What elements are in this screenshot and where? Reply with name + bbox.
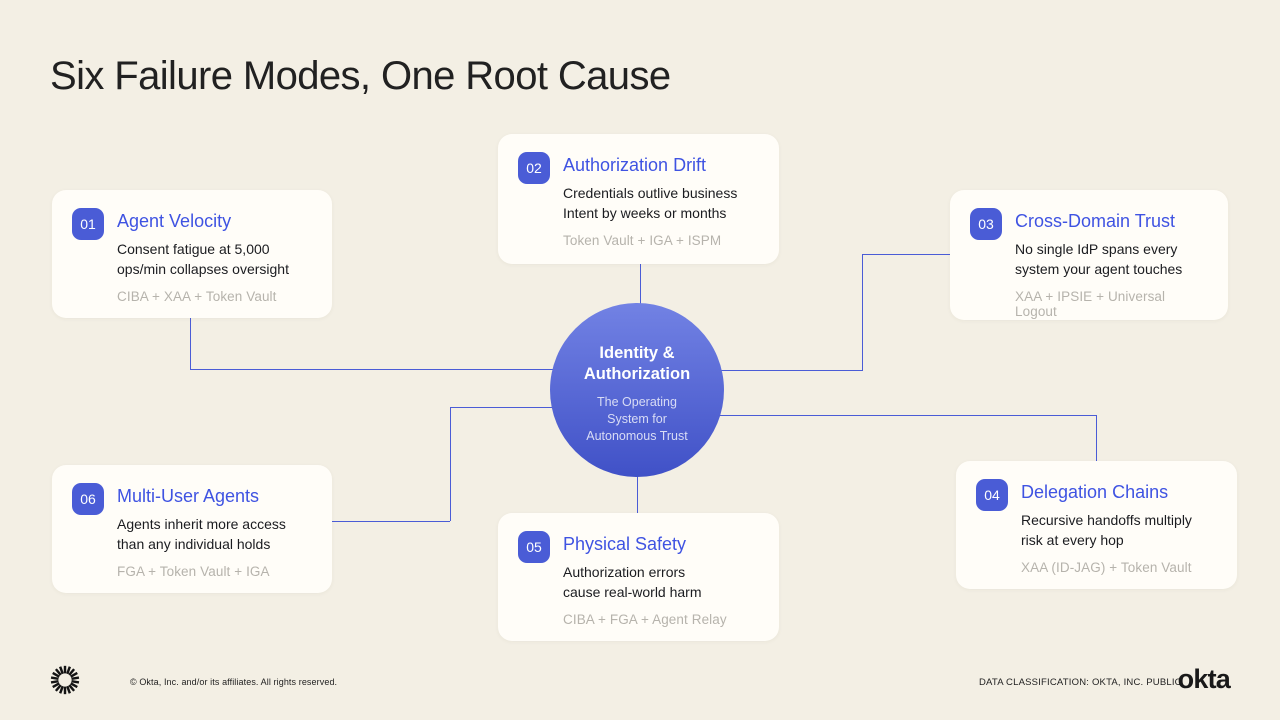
connector-line <box>332 521 450 522</box>
card-number-badge: 04 <box>976 479 1008 511</box>
connector-line <box>637 468 638 513</box>
card-description: Agents inherit more access than any indi… <box>117 515 286 552</box>
card-number-badge: 03 <box>970 208 1002 240</box>
card-products: CIBA + XAA + Token Vault <box>117 288 277 304</box>
card-number-badge: 02 <box>518 152 550 184</box>
failure-mode-card-authorization-drift: 02 Authorization Drift Credentials outli… <box>498 134 779 264</box>
card-title: Agent Velocity <box>117 211 232 231</box>
okta-wordmark: okta <box>1177 664 1231 694</box>
connector-line <box>862 254 863 371</box>
connector-line <box>190 369 570 370</box>
card-products: XAA + IPSIE + Universal Logout <box>1015 288 1166 319</box>
root-cause-circle: Identity & Authorization The Operating S… <box>550 303 724 477</box>
card-products: CIBA + FGA + Agent Relay <box>563 611 727 627</box>
card-description: Credentials outlive business Intent by w… <box>563 184 738 221</box>
card-number-badge: 06 <box>72 483 104 515</box>
card-title: Authorization Drift <box>563 155 707 175</box>
connector-line <box>190 318 191 369</box>
card-description: No single IdP spans every system your ag… <box>1015 240 1183 277</box>
connector-line <box>1096 415 1097 461</box>
failure-mode-card-delegation-chains: 04 Delegation Chains Recursive handoffs … <box>956 461 1237 589</box>
connector-line <box>450 407 565 408</box>
card-title: Cross-Domain Trust <box>1015 211 1176 231</box>
copyright-text: © Okta, Inc. and/or its affiliates. All … <box>130 677 338 687</box>
card-products: FGA + Token Vault + IGA <box>117 563 270 579</box>
card-description: Authorization errors cause real-world ha… <box>563 563 702 600</box>
card-description: Consent fatigue at 5,000 ops/min collaps… <box>117 240 289 277</box>
card-number-badge: 01 <box>72 208 104 240</box>
card-number-badge: 05 <box>518 531 550 563</box>
connector-line <box>862 254 950 255</box>
connector-line <box>450 407 451 521</box>
connector-line <box>640 263 641 308</box>
connector-line <box>705 415 1096 416</box>
failure-mode-card-physical-safety: 05 Physical Safety Authorization errors … <box>498 513 779 641</box>
page-title: Six Failure Modes, One Root Cause <box>50 54 671 98</box>
failure-mode-card-cross-domain-trust: 03 Cross-Domain Trust No single IdP span… <box>950 190 1228 320</box>
data-classification-text: DATA CLASSIFICATION: OKTA, INC. PUBLIC <box>979 677 1182 688</box>
circle-subtitle: The Operating System for Autonomous Trus… <box>586 395 688 443</box>
circle-title: Identity & Authorization <box>583 344 691 383</box>
okta-burst-icon <box>50 665 80 695</box>
connector-line <box>705 370 862 371</box>
card-products: Token Vault + IGA + ISPM <box>563 232 722 248</box>
card-title: Multi-User Agents <box>117 486 260 506</box>
failure-mode-card-agent-velocity: 01 Agent Velocity Consent fatigue at 5,0… <box>52 190 332 318</box>
card-description: Recursive handoffs multiply risk at ever… <box>1021 511 1192 548</box>
card-title: Physical Safety <box>563 534 687 554</box>
card-title: Delegation Chains <box>1021 482 1169 502</box>
card-products: XAA (ID-JAG) + Token Vault <box>1021 559 1192 575</box>
failure-mode-card-multi-user-agents: 06 Multi-User Agents Agents inherit more… <box>52 465 332 593</box>
